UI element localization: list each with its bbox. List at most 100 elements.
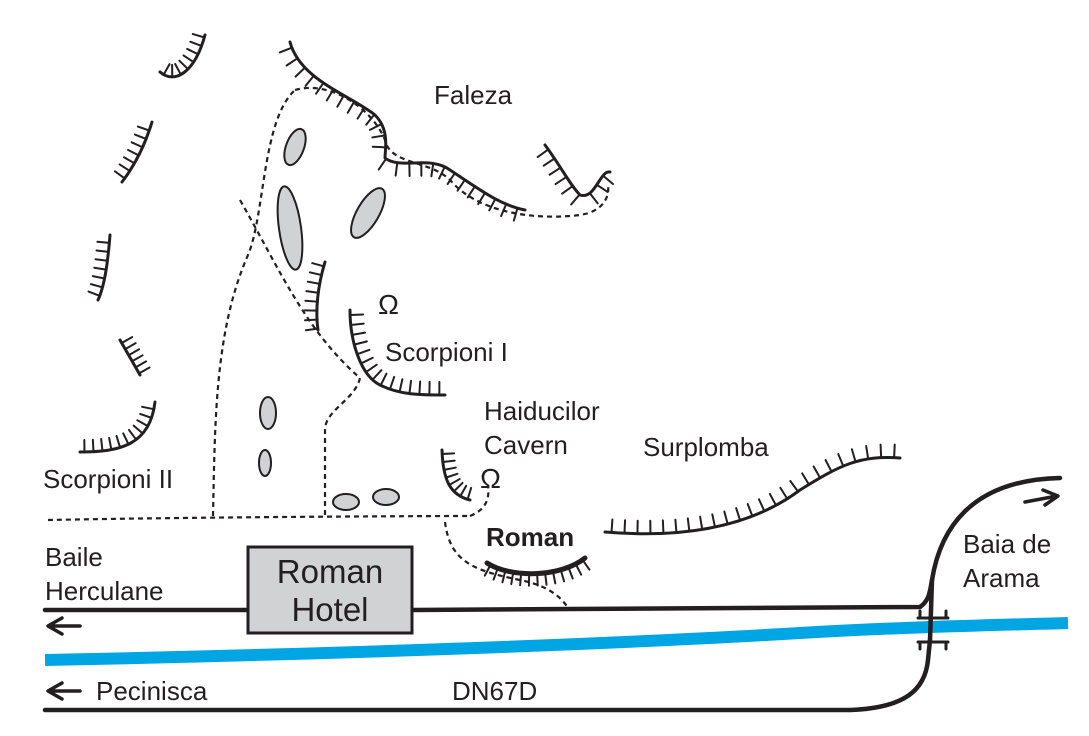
cliff-hachure-tick xyxy=(115,435,122,449)
cliff-hachure-tick xyxy=(570,193,581,206)
cliff-hachure-tick xyxy=(336,94,345,108)
cliff-hachure-tick xyxy=(315,81,325,95)
cliff-hachure-tick xyxy=(418,380,422,396)
cliff-hachure-tick xyxy=(365,363,378,374)
label-surplomba: Surplomba xyxy=(643,432,769,462)
cliff-hachure-tick xyxy=(93,266,108,271)
cliff-hachure-tick xyxy=(544,571,548,586)
cliff-hachure-tick xyxy=(108,436,113,451)
cliff-left-2 xyxy=(96,233,112,302)
cliff-hachure-tick xyxy=(95,249,110,253)
cliff-hachure-tick xyxy=(353,340,368,346)
hotel-label-line1: Roman xyxy=(277,553,383,590)
cliff-hachure-tick xyxy=(595,183,609,193)
cliff-hachure-tick xyxy=(548,166,562,176)
cliff-hachure-tick xyxy=(430,162,435,178)
cliff-hachure-tick xyxy=(500,203,508,218)
cliff-hachure-tick xyxy=(189,40,203,47)
cliff-hachure-tick xyxy=(477,191,486,206)
trail-main xyxy=(47,514,471,522)
cliff-hachure-tick xyxy=(879,443,883,459)
cliff-hachure-tick xyxy=(588,192,599,205)
cliff-hachure-tick xyxy=(602,174,614,186)
cliff-hachure-tick xyxy=(865,445,870,460)
cliff-hachure-tick xyxy=(371,134,387,139)
boulder xyxy=(259,396,277,430)
label-scorpioni-ii: Scorpioni II xyxy=(43,464,173,494)
cliff-hachure-tick xyxy=(371,145,387,149)
trail-haiducilor xyxy=(469,484,490,518)
cliff-hachure-tick xyxy=(131,354,144,363)
cliff-hachure-tick xyxy=(186,47,199,56)
cliff-small-center xyxy=(315,260,327,332)
cliff-hachure-tick xyxy=(360,356,374,365)
cliff-hachure-tick xyxy=(512,207,519,222)
roman-hotel-building xyxy=(246,545,414,635)
cliff-hachure-tick xyxy=(122,432,130,446)
cliff-hachures xyxy=(83,33,896,587)
cliff-hachure-tick xyxy=(837,453,845,468)
cliff-hachure-tick xyxy=(365,113,376,126)
cliff-hachure-tick xyxy=(448,478,461,486)
arrow-icon xyxy=(46,616,82,636)
cliff-hachure-tick xyxy=(394,161,399,177)
cliff-hachure-tick xyxy=(554,175,568,186)
cliff-hachure-tick xyxy=(113,170,126,180)
cliff-hachure-tick xyxy=(623,519,627,535)
cliff-hachure-tick xyxy=(768,492,778,507)
cliff-hachure-tick xyxy=(379,372,388,387)
cliff-hachure-tick xyxy=(356,348,371,356)
cliff-hachure-tick xyxy=(123,156,136,165)
cliff-surplomba xyxy=(603,456,902,536)
cliff-hachure-tick xyxy=(124,342,137,351)
cliff-hachure-tick xyxy=(139,412,153,419)
label-baile-line1: Baile xyxy=(45,542,103,572)
cliff-hachure-tick xyxy=(304,74,315,87)
cliff-hachure-tick xyxy=(96,240,111,244)
cliff-scorpioni-ii xyxy=(78,400,157,454)
cliff-hachure-tick xyxy=(346,100,356,114)
cliff-hachure-tick xyxy=(308,271,323,277)
omega-cave-icon: Ω xyxy=(378,289,399,320)
cliff-hachure-tick xyxy=(368,122,383,131)
cliff-hachure-tick xyxy=(278,46,293,54)
cliff-hachure-tick xyxy=(349,322,365,326)
cliff-hachure-tick xyxy=(746,503,754,518)
cliff-hachure-tick xyxy=(711,513,717,529)
cliff-hachure-tick xyxy=(304,327,319,332)
cliff-hachure-tick xyxy=(311,262,325,268)
cliff-hachure-tick xyxy=(130,141,144,149)
label-pecinisca: Pecinisca xyxy=(96,676,208,706)
cliff-hachure-tick xyxy=(136,125,151,132)
arrow-icon xyxy=(1023,488,1060,507)
cliff-hachure-tick xyxy=(466,185,476,199)
bridge xyxy=(916,609,950,651)
cliff-hachure-tick xyxy=(87,290,101,297)
cliff-hachure-tick xyxy=(452,481,464,493)
cliff-hachure-tick xyxy=(466,486,473,501)
cliff-hachure-tick xyxy=(91,438,95,453)
cliff-hachure-tick xyxy=(446,172,456,186)
cliff-hachure-tick xyxy=(801,472,810,486)
cliff-hachure-tick xyxy=(850,448,857,463)
road-baile-herculane xyxy=(42,475,1063,613)
label-roman: Roman xyxy=(486,522,574,552)
cliff-hachure-tick xyxy=(686,517,691,533)
cliff-hachure-tick xyxy=(559,568,566,583)
cliff-hachure-tick xyxy=(306,280,321,285)
cliff-hachure-tick xyxy=(94,258,109,262)
cliff-hachure-tick xyxy=(138,366,151,375)
road-connector xyxy=(927,577,935,643)
cliff-hachure-tick xyxy=(127,348,141,357)
boulder xyxy=(350,187,386,239)
cliff-hachure-tick xyxy=(567,566,574,580)
cliff-hachure-tick xyxy=(510,571,515,586)
cliff-hachure-tick xyxy=(178,59,189,71)
cliff-hachure-tick xyxy=(488,197,497,212)
cliff-faleza xyxy=(288,40,527,212)
cliff-hachure-tick xyxy=(356,106,366,120)
cliff-hachure-tick xyxy=(812,465,822,479)
cliff-hachure-tick xyxy=(519,572,523,587)
cliff-hachure-tick xyxy=(779,486,789,500)
cliff-hachure-tick xyxy=(824,459,833,473)
